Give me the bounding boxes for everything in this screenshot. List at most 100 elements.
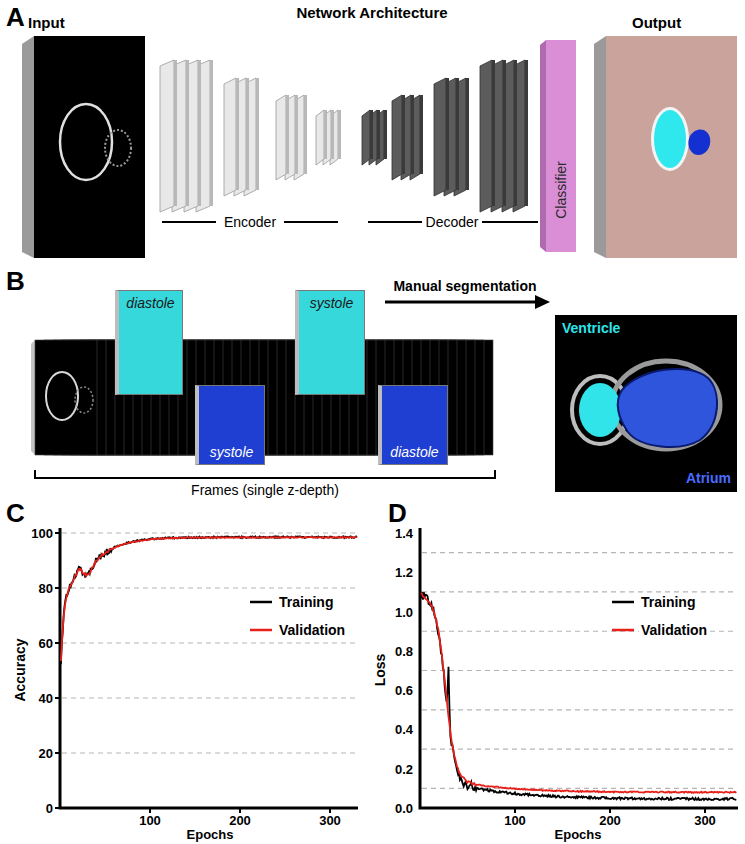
grid-line: [422, 591, 737, 592]
heart-wall: [612, 361, 720, 449]
layer-plate: [401, 95, 411, 180]
slab-art: [20, 14, 145, 259]
layer-edge: [402, 95, 405, 174]
frame-card: diastole: [378, 385, 448, 465]
label: 300: [694, 813, 716, 828]
layer-plate: [196, 60, 210, 212]
label: 300: [319, 813, 341, 828]
slab-side: [594, 36, 606, 258]
grid-line: [62, 532, 357, 533]
node-label: systole: [210, 444, 254, 460]
grid-line: [62, 752, 357, 753]
label: Epochs: [187, 827, 234, 842]
validation-curve: [421, 593, 736, 793]
heart-outline: [105, 130, 131, 166]
label: 200: [229, 813, 251, 828]
label: Manual segmentation: [393, 278, 536, 294]
layer-edge: [338, 110, 341, 159]
layer-plate: [172, 60, 186, 212]
image-slab: Output: [592, 14, 737, 259]
training-curve: [61, 536, 357, 664]
layer-plate: [276, 95, 286, 180]
layer-plate: [502, 60, 514, 212]
label: A: [6, 2, 25, 33]
arrow-line: [385, 301, 537, 304]
tick: [55, 697, 60, 699]
grid-line: [62, 587, 357, 588]
node-label: Input: [28, 14, 65, 31]
label: Decoder: [426, 214, 479, 230]
node-label: diastole: [126, 295, 174, 311]
layer-plate: [224, 78, 236, 196]
layer-edge: [525, 60, 528, 206]
layer-plate: [285, 95, 295, 180]
layer-edge: [377, 110, 380, 159]
label: D: [388, 498, 407, 529]
frame: [35, 340, 97, 455]
axis: [420, 528, 738, 808]
layer-edge: [466, 78, 469, 190]
classifier-layer: Classifier: [540, 40, 576, 252]
legend-line: [612, 629, 634, 632]
label: Network Architecture: [296, 4, 447, 21]
label: C: [6, 498, 25, 529]
axis: [60, 528, 358, 808]
layer-edge: [384, 110, 387, 159]
ventricle-region: [654, 110, 686, 168]
slab-side: [540, 40, 546, 252]
layer-edge: [186, 60, 189, 206]
segmented-image: [555, 315, 737, 492]
node-label: diastole: [390, 444, 438, 460]
node-label: Output: [632, 14, 681, 31]
layer-edge: [456, 78, 459, 190]
bracket-line: [482, 221, 538, 223]
label: B: [6, 266, 25, 297]
image-slab: Input: [20, 14, 145, 259]
layer-edge: [492, 60, 495, 206]
layer-plate: [491, 60, 503, 212]
layer-edge: [514, 60, 517, 206]
label: Frames (single z-depth): [191, 482, 339, 498]
atrium-region: [618, 369, 717, 447]
slab-side: [22, 36, 34, 258]
legend-text: Training: [277, 594, 335, 610]
frame-card: systole: [295, 290, 365, 395]
legend-line: [250, 629, 272, 632]
layer-plate: [410, 95, 420, 180]
layer-edge: [295, 95, 298, 174]
frame-card: systole: [195, 385, 265, 465]
tick: [55, 752, 60, 754]
layer-plate: [392, 95, 402, 180]
layer-plate: [480, 60, 492, 212]
frame-edge: [31, 340, 35, 455]
slab-art: [540, 40, 576, 252]
heart-outline: [46, 372, 78, 420]
grid-line: [422, 670, 737, 671]
layer-plate: [434, 78, 446, 196]
node-label: systole: [310, 295, 354, 311]
layer-plate: [369, 110, 377, 165]
frame-card: diastole: [115, 290, 183, 395]
label: 0.4: [395, 722, 413, 737]
layer-plate: [513, 60, 525, 212]
label: 0.2: [395, 761, 413, 776]
grid-line: [422, 709, 737, 710]
node-label: Classifier: [553, 161, 569, 219]
layer-plate: [294, 95, 304, 180]
label: Epochs: [555, 827, 602, 842]
label: 0.8: [395, 643, 413, 658]
grid-line: [62, 642, 357, 643]
label: 1.0: [395, 604, 413, 619]
tick: [149, 808, 151, 813]
layer-plate: [184, 60, 198, 212]
label: Loss: [372, 654, 388, 687]
slab-face: [546, 40, 576, 252]
bracket-line: [162, 221, 216, 223]
layer-plate: [316, 110, 324, 165]
label: 0.6: [395, 683, 413, 698]
legend-line: [250, 601, 272, 604]
legend-text: Validation: [639, 622, 709, 638]
label: Atrium: [686, 470, 731, 486]
layer-edge: [256, 78, 259, 190]
